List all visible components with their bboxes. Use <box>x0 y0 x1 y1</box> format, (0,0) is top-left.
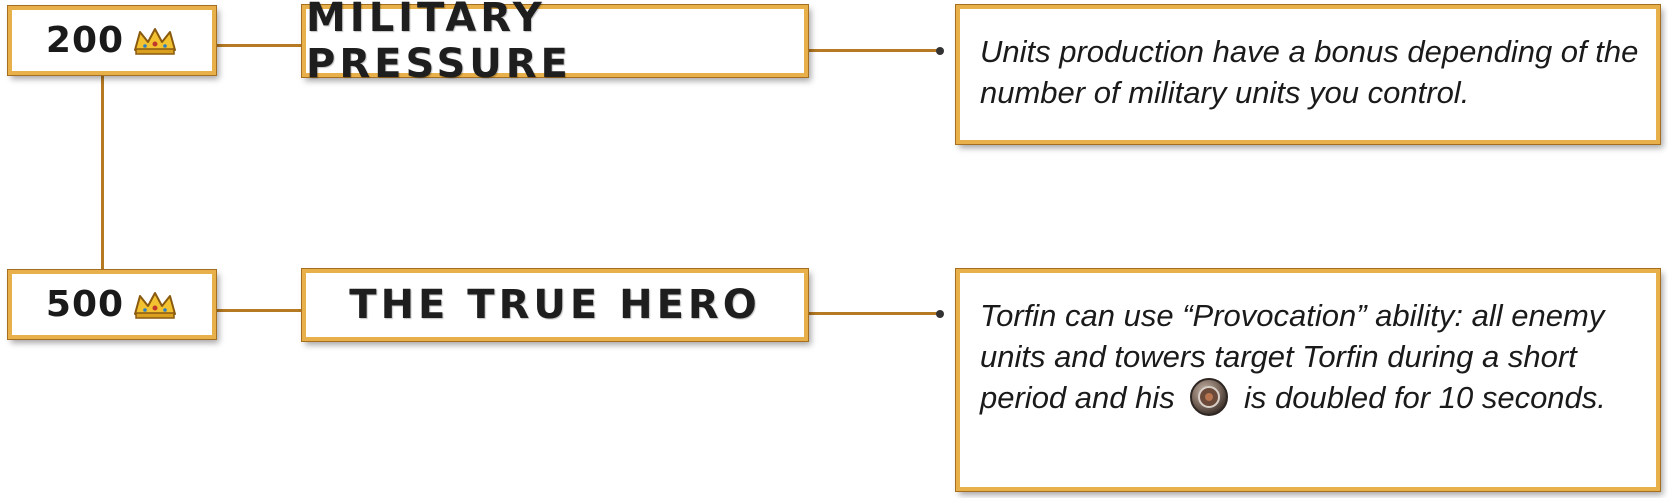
cost-box-tier-1[interactable]: 200 <box>8 6 216 75</box>
skill-description-before: Torfin can use “Provocation” ability: al… <box>980 298 1605 415</box>
crown-icon <box>134 291 177 319</box>
connector-dot <box>936 47 944 55</box>
cost-box-tier-2[interactable]: 500 <box>8 270 216 339</box>
connector-cost1-title1 <box>216 44 302 47</box>
skill-description-box-tier-2: Torfin can use “Provocation” ability: al… <box>956 269 1660 491</box>
connector-vertical <box>101 74 104 270</box>
skill-title: MILITARY PRESSURE <box>306 0 572 87</box>
skill-title-box-tier-2[interactable]: THE TRUE HERO <box>302 269 808 341</box>
cost-value: 500 <box>45 284 125 325</box>
connector-title1-desc1 <box>808 49 940 52</box>
skill-description-box-tier-1: Units production have a bonus depending … <box>956 5 1660 144</box>
skill-description: Units production have a bonus depending … <box>980 34 1639 110</box>
shield-icon <box>1190 377 1229 416</box>
connector-cost2-title2 <box>216 309 302 312</box>
skill-title: THE TRUE HERO <box>349 282 761 328</box>
connector-dot <box>936 310 944 318</box>
connector-title2-desc2 <box>808 312 940 315</box>
skill-description-after: is doubled for 10 seconds. <box>1244 380 1606 415</box>
crown-icon <box>134 27 177 55</box>
cost-value: 200 <box>45 20 125 61</box>
skill-title-box-tier-1[interactable]: MILITARY PRESSURE <box>302 0 808 87</box>
